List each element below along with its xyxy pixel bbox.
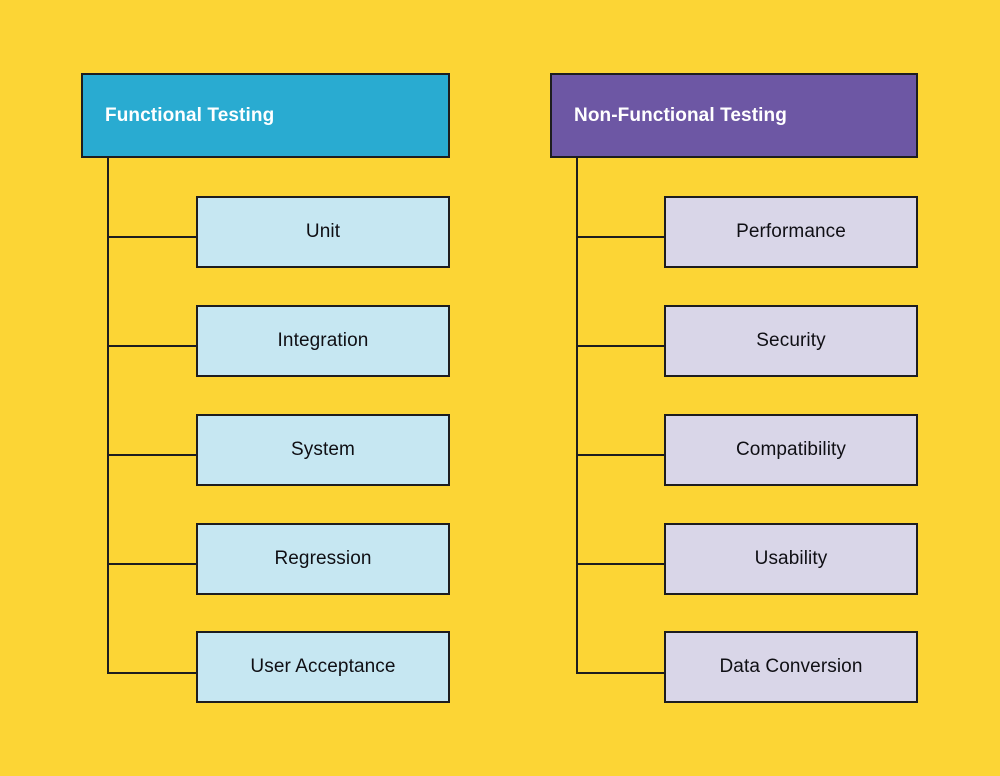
node-functional-child-user-acceptance[interactable]: User Acceptance [196, 631, 450, 703]
node-non-functional-child-security[interactable]: Security [664, 305, 918, 377]
connector-branch-compatibility [576, 454, 665, 456]
node-functional-child-integration[interactable]: Integration [196, 305, 450, 377]
node-non-functional-child-compatibility[interactable]: Compatibility [664, 414, 918, 486]
branch-header-non-functional-testing[interactable]: Non-Functional Testing [550, 73, 918, 158]
connector-branch-security [576, 345, 665, 347]
node-functional-child-system[interactable]: System [196, 414, 450, 486]
node-label: Integration [277, 330, 369, 352]
node-label: System [291, 439, 355, 461]
node-label: Unit [305, 221, 341, 243]
node-functional-child-regression[interactable]: Regression [196, 523, 450, 595]
node-label: Regression [274, 548, 372, 570]
node-non-functional-child-usability[interactable]: Usability [664, 523, 918, 595]
branch-header-label: Functional Testing [105, 104, 275, 126]
connector-trunk-functional [107, 158, 109, 674]
connector-branch-usability [576, 563, 665, 565]
connector-branch-integration [107, 345, 198, 347]
branch-header-label: Non-Functional Testing [574, 104, 787, 126]
connector-branch-performance [576, 236, 665, 238]
node-label: User Acceptance [250, 656, 396, 678]
connector-branch-data-conversion [576, 672, 665, 674]
connector-branch-user-acceptance [107, 672, 198, 674]
node-label: Data Conversion [719, 656, 863, 678]
node-label: Performance [736, 221, 846, 243]
node-label: Security [756, 330, 826, 352]
node-non-functional-child-data-conversion[interactable]: Data Conversion [664, 631, 918, 703]
connector-branch-system [107, 454, 198, 456]
connector-branch-regression [107, 563, 198, 565]
node-non-functional-child-performance[interactable]: Performance [664, 196, 918, 268]
node-label: Compatibility [735, 439, 847, 461]
branch-header-functional-testing[interactable]: Functional Testing [81, 73, 450, 158]
connector-trunk-non-functional [576, 158, 578, 674]
node-functional-child-unit[interactable]: Unit [196, 196, 450, 268]
connector-branch-unit [107, 236, 198, 238]
node-label: Usability [754, 548, 828, 570]
